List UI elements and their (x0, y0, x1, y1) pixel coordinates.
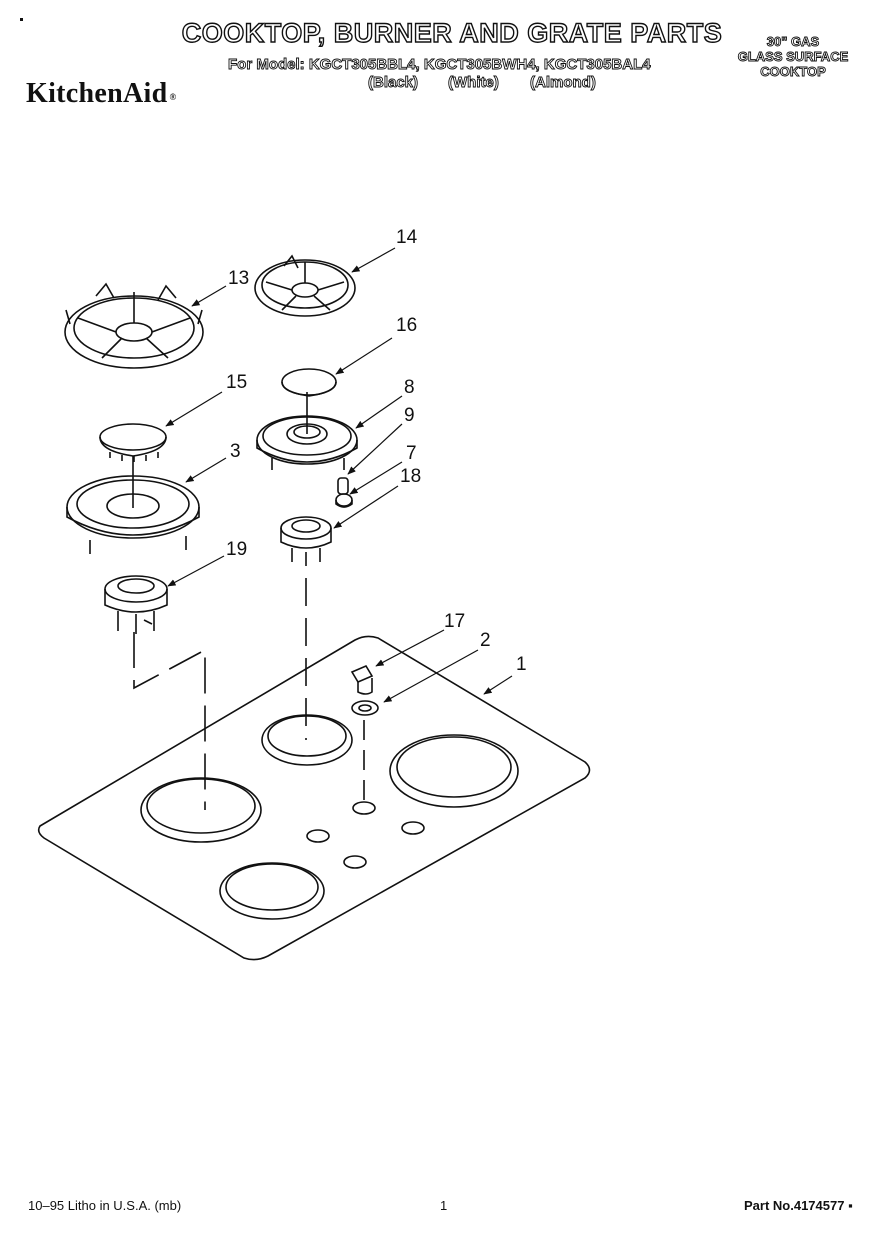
burner-head-large (66, 456, 200, 554)
callout-17: 17 (444, 611, 465, 632)
callout-7: 7 (406, 443, 417, 464)
model-number-almond: KGCT305BAL4 (543, 56, 651, 74)
callout-18: 18 (400, 466, 421, 487)
product-type: 30" GAS GLASS SURFACE COOKTOP (728, 34, 858, 80)
callout-arrows (165, 247, 513, 703)
control-knob (350, 664, 374, 695)
burner-base-small (280, 516, 332, 566)
product-type-line-3: COOKTOP (760, 64, 826, 80)
footer-litho: 10–95 Litho in U.S.A. (mb) (28, 1198, 182, 1213)
callout-1: 1 (516, 654, 527, 675)
screw-part (335, 493, 353, 508)
grate-large (64, 282, 204, 369)
brand-logo: KitchenAid® (26, 78, 177, 109)
color-white: (White) (448, 74, 500, 92)
model-number-black: KGCT305BBL4, (308, 56, 420, 74)
model-prefix: For Model: (228, 56, 306, 74)
color-almond: (Almond) (530, 74, 597, 92)
color-black: (Black) (368, 74, 419, 92)
burner-base-large (104, 575, 168, 634)
callout-16: 16 (396, 315, 417, 336)
cooktop-glass (37, 635, 591, 961)
callout-19: 19 (226, 539, 247, 560)
burner-head-small (256, 392, 358, 470)
electrode-part (337, 477, 349, 495)
callout-3: 3 (230, 441, 241, 462)
model-line: For Model: KGCT305BBL4, KGCT305BWH4, KGC… (228, 56, 651, 74)
knob-washer (351, 700, 379, 716)
footer-page-number: 1 (440, 1198, 448, 1213)
grate-small (254, 254, 356, 317)
model-number-white: KGCT305BWH4, (423, 56, 540, 74)
product-type-line-2: GLASS SURFACE (737, 49, 849, 65)
callout-13: 13 (228, 268, 249, 289)
callout-9: 9 (404, 405, 415, 426)
footer-part-number: Part No.4174577 ▪ (744, 1198, 853, 1213)
product-type-line-1: 30" GAS (766, 34, 820, 50)
callout-2: 2 (480, 630, 491, 651)
corner-mark (20, 18, 23, 21)
assembly-leader-lines (133, 578, 365, 810)
burner-cap-small (281, 368, 337, 397)
callout-14: 14 (396, 227, 418, 248)
page-title: COOKTOP, BURNER AND GRATE PARTS (181, 17, 723, 48)
callout-8: 8 (404, 377, 415, 398)
callout-15: 15 (226, 372, 247, 393)
